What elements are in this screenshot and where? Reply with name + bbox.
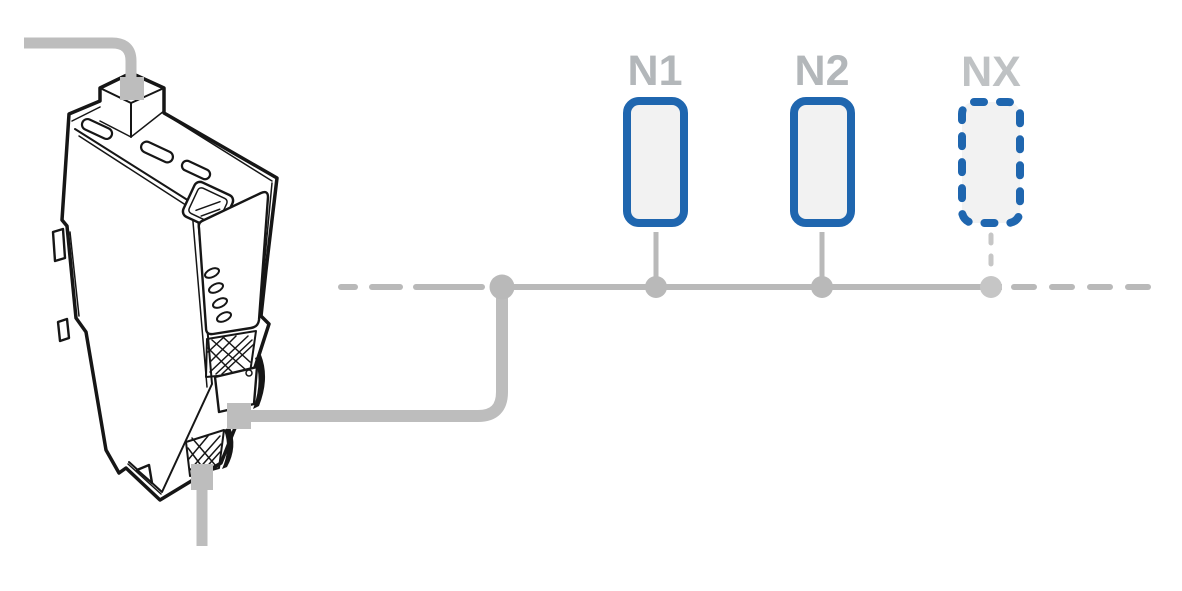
top-cable-plug	[120, 77, 144, 100]
shadow-wedge-upper	[253, 355, 266, 409]
node-nx-label: NX	[961, 48, 1021, 96]
din-rail-tab-upper	[51, 227, 67, 263]
node-n2: N2	[790, 47, 855, 227]
bus-cable-plug	[227, 403, 251, 429]
shadow-wedge-lower	[222, 427, 234, 469]
bus-junction-dot-device	[489, 274, 515, 300]
node-n1-label: N1	[628, 47, 683, 95]
bus-connector-block	[213, 365, 259, 414]
bus-junction-dot-nx	[980, 276, 1002, 298]
cables	[24, 37, 508, 546]
node-n2-label: N2	[795, 47, 850, 95]
node-n1-box	[623, 97, 688, 227]
din-clip	[127, 463, 162, 495]
top-vent-slots	[80, 117, 212, 181]
bottom-port	[185, 429, 225, 477]
bottom-cable-plug	[191, 464, 213, 490]
node-nx: NX	[958, 48, 1024, 227]
led-panel	[197, 190, 270, 336]
din-rail-tab-lower	[56, 317, 71, 343]
led-indicators	[203, 267, 233, 323]
node-n2-box	[790, 97, 855, 227]
bus-junction-dot-n2	[811, 276, 833, 298]
top-port-block	[99, 87, 165, 138]
bus-junction-dot-n1	[645, 276, 667, 298]
top-cable	[24, 37, 137, 79]
bus-connection-cable	[249, 287, 508, 422]
node-nx-box	[958, 98, 1024, 227]
node-n1: N1	[623, 47, 688, 227]
gateway-device-illustration	[51, 71, 279, 502]
